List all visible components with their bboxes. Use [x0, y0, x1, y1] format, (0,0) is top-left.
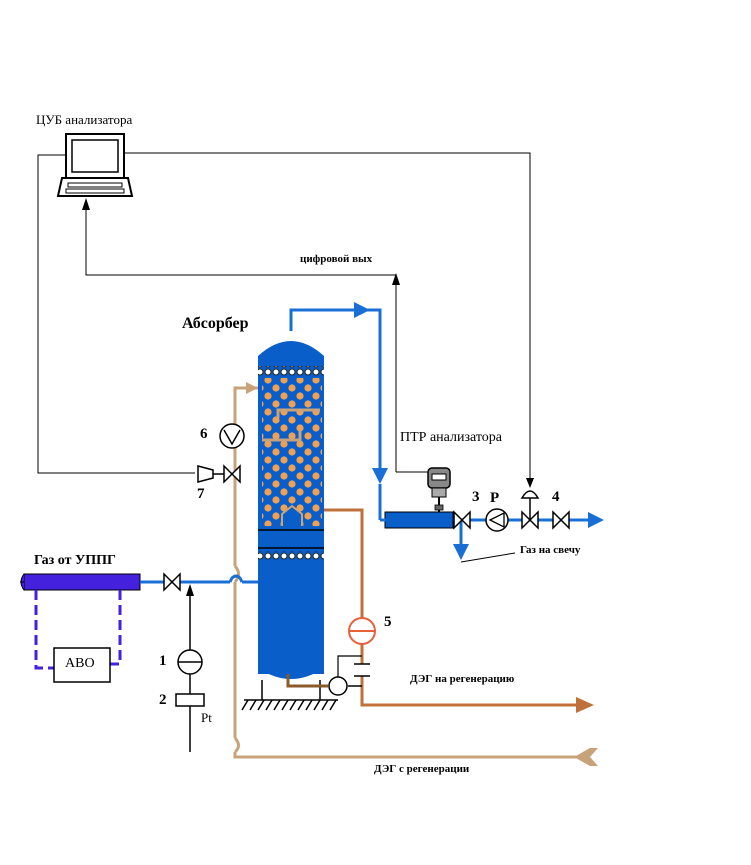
ptr-sensor-icon — [427, 467, 451, 512]
outlet-arrow — [588, 512, 604, 528]
pt-label: Pt — [201, 710, 212, 725]
deg-from-regen-label: ДЭГ с регенерации — [374, 763, 470, 775]
number-1: 1 — [159, 653, 167, 669]
flowmeter-1-icon — [177, 649, 203, 675]
pressure-sensor-arrow — [186, 584, 194, 596]
pump-icon — [485, 508, 509, 532]
dry-gas-arrow-1 — [354, 302, 370, 318]
signal-arrow-digital — [392, 273, 400, 285]
number-7: 7 — [197, 486, 205, 502]
computer-icon — [56, 133, 134, 197]
number-5: 5 — [384, 614, 392, 630]
flare-down-arrow — [453, 544, 469, 560]
valve-4-icon — [552, 510, 570, 530]
avo-label: АВО — [65, 656, 95, 671]
signal-lines — [37, 152, 531, 483]
number-4: 4 — [552, 489, 560, 505]
level-valve-icon — [328, 655, 362, 696]
lean-glycol-return-arrow — [574, 748, 598, 766]
rich-glycol-arrow — [576, 697, 594, 713]
avo-box — [53, 647, 111, 683]
ground-hatch — [241, 699, 338, 711]
number-2: 2 — [159, 692, 167, 708]
digital-out-label: цифровой вых — [300, 253, 373, 265]
signal-arrow-computer — [82, 198, 90, 210]
signal-arrow-valve4 — [526, 478, 534, 488]
dry-gas-arrow-2 — [372, 468, 388, 484]
control-valve-icon — [520, 490, 540, 530]
inlet-gas-line — [140, 574, 258, 584]
inlet-header — [20, 573, 141, 591]
orifice-icon — [354, 663, 370, 677]
bottom-drain-line — [286, 674, 328, 688]
avo-loop — [34, 590, 122, 670]
gas-in-label: Газ от УППГ — [34, 553, 116, 568]
lean-glycol-inlet-arrow — [246, 382, 258, 394]
cub-label: ЦУБ анализатора — [36, 112, 133, 127]
number-6: 6 — [200, 426, 208, 442]
absorber-label: Абсорбер — [182, 315, 249, 332]
analyzer-vessel — [384, 511, 454, 529]
deg-to-regen-label: ДЭГ на регенерацию — [410, 673, 515, 685]
pump-label: P — [490, 490, 500, 506]
absorber-column — [258, 341, 324, 700]
flowmeter-5-icon — [348, 617, 376, 645]
gas-flare-label: Газ на свечу — [520, 544, 581, 556]
ptr-label: ПТР анализатора — [400, 430, 502, 445]
inlet-valve-icon — [163, 572, 181, 592]
sensor-2-box — [175, 693, 205, 707]
valve-3-icon — [453, 510, 471, 530]
valve-7-icon — [197, 464, 241, 484]
number-3: 3 — [472, 489, 480, 505]
flare-label-leader — [460, 552, 516, 563]
flowmeter-6-icon — [219, 423, 245, 449]
